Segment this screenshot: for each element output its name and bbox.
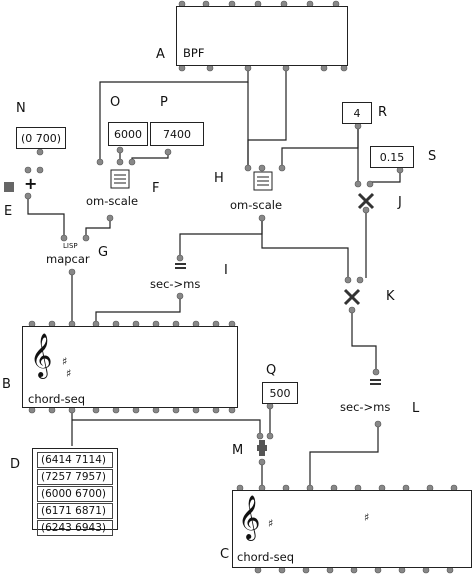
equal-icon (370, 379, 381, 385)
annotation-o: O (110, 95, 121, 110)
multiply-icon[interactable] (357, 192, 375, 210)
connections (27, 68, 401, 488)
annotation-s: S (428, 149, 437, 164)
chord-seq-editor-b[interactable] (22, 326, 238, 408)
om-scale-f-label: om-scale (86, 194, 139, 208)
annotation-e: E (4, 204, 13, 219)
sharp-icon: ♯ (268, 517, 274, 530)
annotation-l: L (412, 401, 420, 416)
equal-icon (175, 263, 186, 269)
value-box-r[interactable]: 4 (342, 102, 372, 124)
annotation-m: M (232, 443, 244, 458)
om-scale-h-label: om-scale (230, 198, 283, 212)
sharp-icon: ♯ (62, 355, 68, 368)
chord-list-item: (6414 7114) (37, 452, 113, 468)
value-box-p[interactable]: 7400 (150, 122, 204, 146)
sharp-icon: ♯ (364, 511, 370, 524)
sharp-icon: ♯ (66, 367, 72, 380)
annotation-a: A (156, 47, 165, 62)
chord-list-d[interactable]: (6414 7114) (7257 7957) (6000 6700) (617… (32, 448, 118, 536)
connection-bpf-to-om-scale-f (99, 68, 249, 160)
chord-list-item: (6000 6700) (37, 486, 113, 502)
plus-icon[interactable] (257, 440, 267, 456)
sec-ms-i-label[interactable]: sec->ms (150, 277, 201, 291)
chord-list-item: (7257 7957) (37, 469, 113, 485)
bpf-editor[interactable] (176, 6, 348, 66)
lisp-box-icon (4, 182, 14, 192)
annotation-h: H (214, 171, 224, 186)
connection-bpf-to-om-scale-h-2 (247, 68, 287, 170)
chord-seq-editor-c[interactable] (232, 490, 472, 568)
annotation-p: P (160, 95, 168, 110)
annotation-k: K (386, 289, 395, 304)
bpf-label: BPF (183, 46, 205, 60)
chord-seq-c-label: chord-seq (237, 550, 294, 564)
treble-clef-icon: 𝄞 (30, 333, 53, 377)
annotation-n: N (16, 101, 26, 116)
value-box-q[interactable]: 500 (262, 382, 298, 404)
value-box-s[interactable]: 0.15 (370, 146, 414, 168)
mapcar-label[interactable]: mapcar (46, 252, 90, 266)
annotation-c: C (220, 547, 230, 562)
om-scale-icon (110, 169, 130, 189)
annotation-i: I (224, 263, 228, 278)
value-box-o[interactable]: 6000 (108, 122, 148, 146)
annotation-r: R (378, 105, 388, 120)
chord-seq-b-label: chord-seq (28, 392, 85, 406)
lisp-label: LISP (63, 242, 78, 250)
sec-ms-l-label[interactable]: sec->ms (340, 400, 391, 414)
annotation-b: B (2, 377, 11, 392)
annotation-d: D (10, 457, 21, 472)
value-box-n[interactable]: (0 700) (16, 127, 66, 149)
chord-list-item: (6243 6943) (37, 520, 113, 536)
multiply-icon[interactable] (343, 288, 361, 306)
annotation-f: F (152, 181, 160, 196)
treble-clef-icon: 𝄞 (238, 495, 261, 539)
annotation-g: G (98, 245, 109, 260)
chord-list-item: (6171 6871) (37, 503, 113, 519)
plus-e-label[interactable]: + (24, 174, 38, 193)
om-scale-icon (253, 171, 273, 191)
annotation-q: Q (266, 363, 277, 378)
annotation-j: J (398, 195, 402, 210)
